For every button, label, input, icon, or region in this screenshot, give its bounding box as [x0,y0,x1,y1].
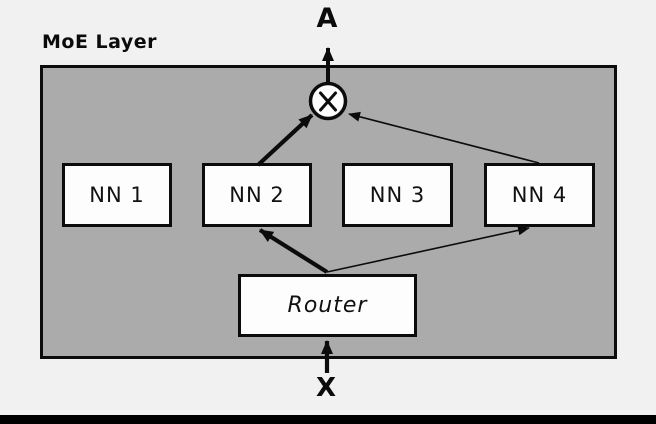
expert-nn1-label: NN 1 [89,183,145,207]
expert-nn4-box: NN 4 [484,163,595,227]
output-label: A [316,3,338,34]
expert-nn2-label: NN 2 [229,183,285,207]
expert-nn3-label: NN 3 [369,183,426,207]
input-label: X [315,373,337,403]
expert-nn2-box: NN 2 [202,163,312,227]
expert-nn1-box: NN 1 [62,163,172,227]
expert-nn3-box: NN 3 [342,163,453,227]
router-box: Router [238,274,417,337]
router-label: Router [287,293,368,318]
bottom-bar [0,415,656,424]
expert-nn4-label: NN 4 [511,183,568,207]
diagram-title: MoE Layer [42,31,158,53]
